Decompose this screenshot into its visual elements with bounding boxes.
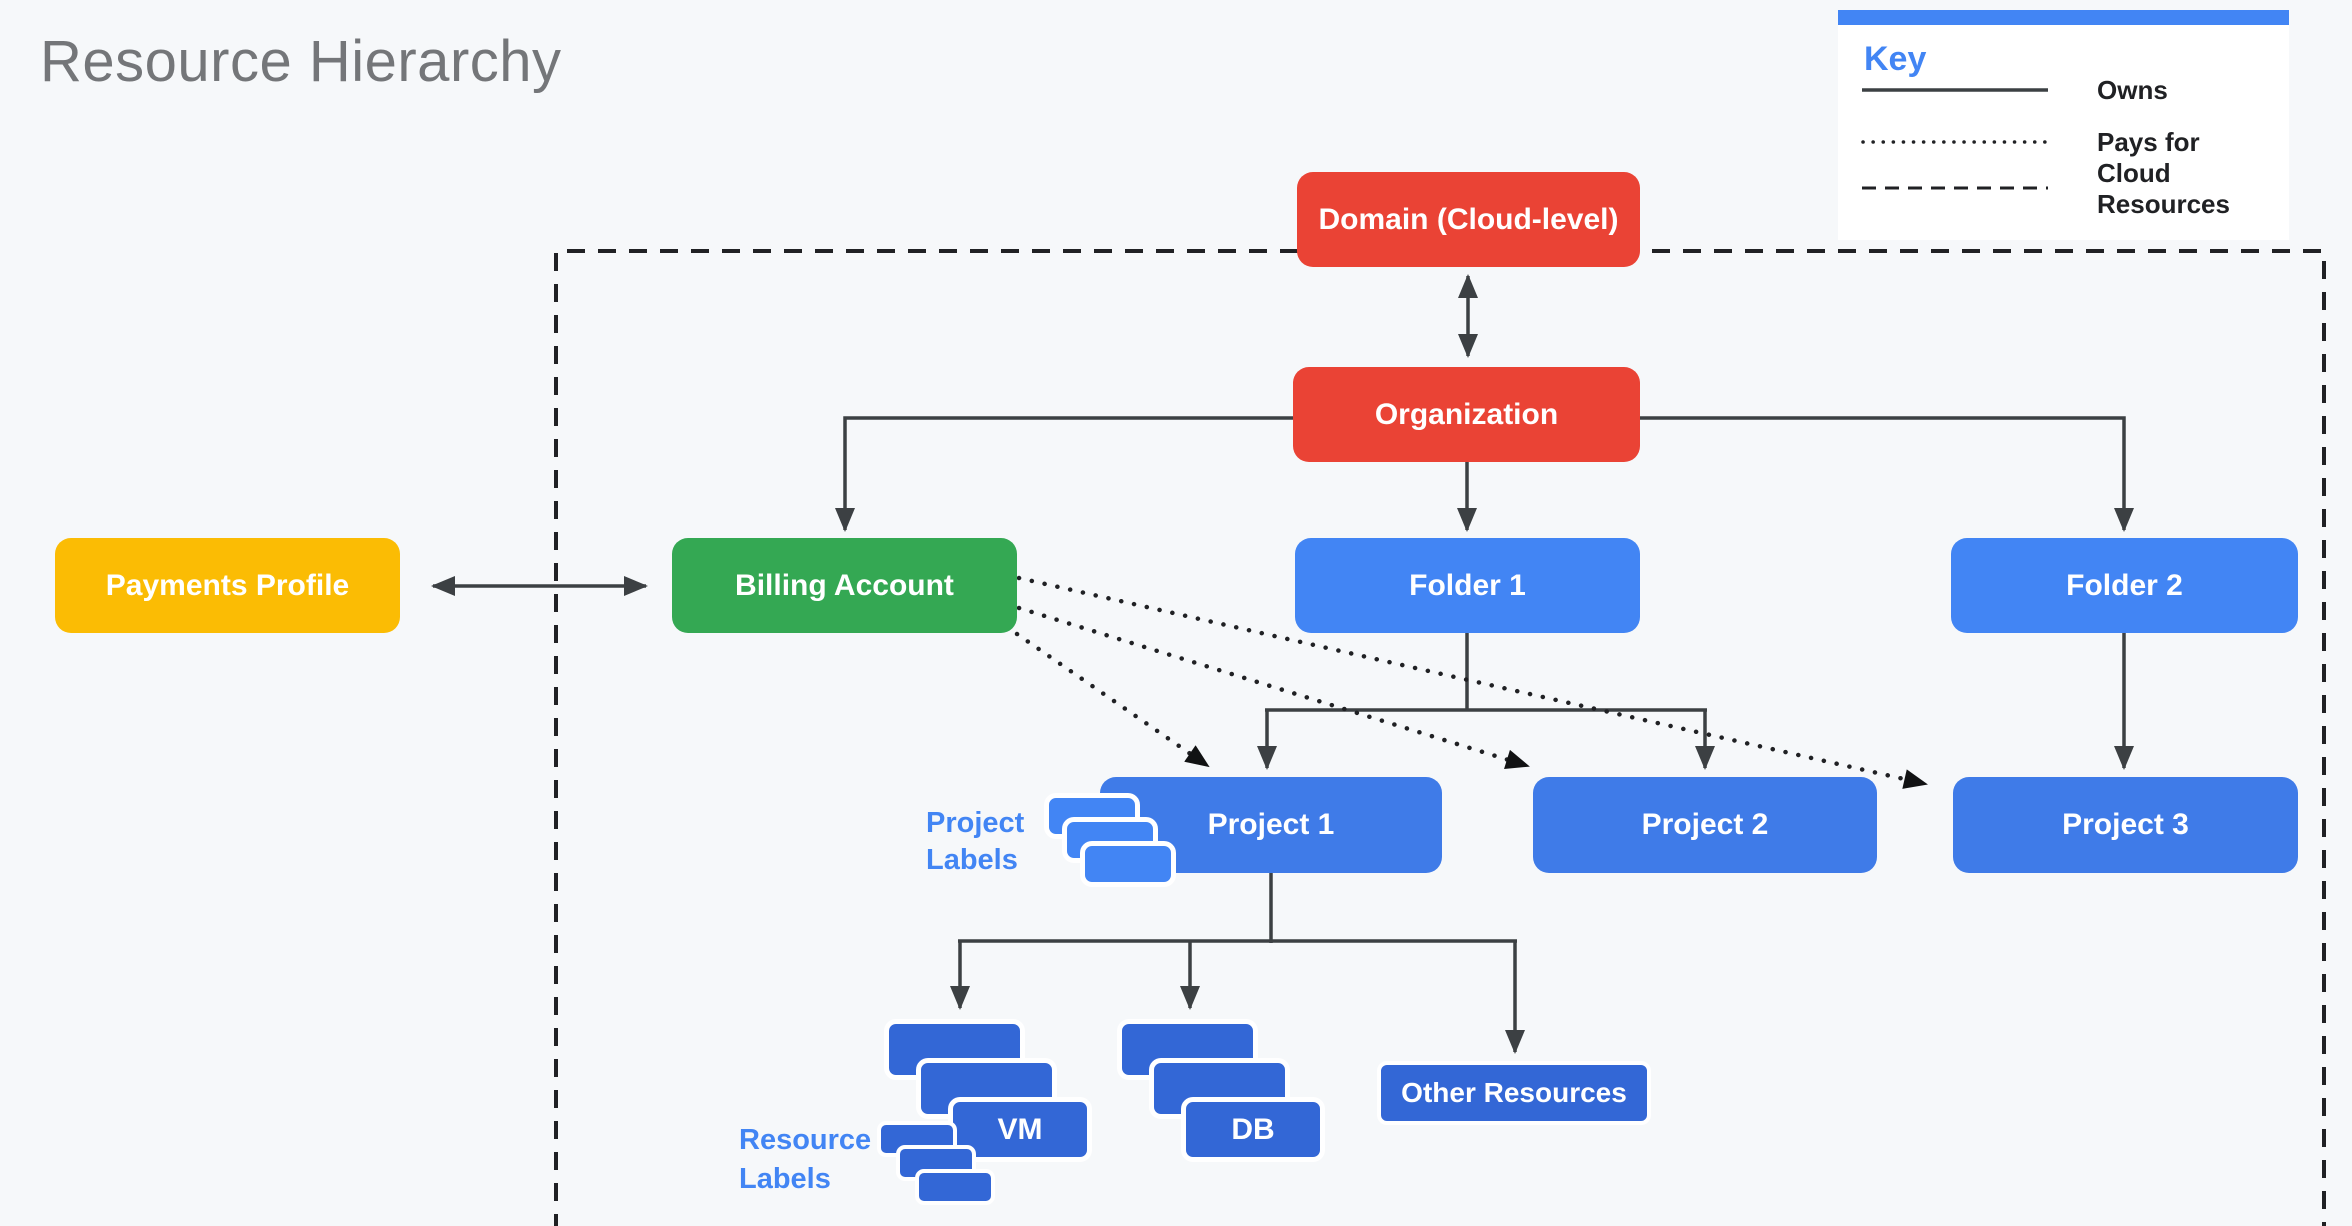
edge-folder1-children-trunk bbox=[1265, 633, 1707, 712]
node-domain-label: Domain (Cloud-level) bbox=[1318, 202, 1619, 236]
key-heading: Key bbox=[1864, 40, 1927, 78]
resource-labels-annotation: Resource Labels bbox=[739, 1124, 872, 1195]
key-label-pays-for: Pays for bbox=[2097, 127, 2200, 157]
node-billing-account: Billing Account bbox=[672, 538, 1017, 633]
key-label-owns: Owns bbox=[2097, 75, 2168, 105]
node-folder2-label: Folder 2 bbox=[2066, 568, 2183, 602]
node-project2-label: Project 2 bbox=[1641, 808, 1769, 841]
key-panel: Key Owns Pays for Cloud Resources bbox=[1838, 10, 2289, 240]
edge-billing-project3-paysfor bbox=[1016, 575, 1929, 789]
edge-organization-billing bbox=[835, 416, 1293, 532]
node-organization: Organization bbox=[1293, 367, 1640, 462]
edge-billing-project1-paysfor bbox=[1014, 631, 1211, 769]
node-domain: Domain (Cloud-level) bbox=[1297, 172, 1640, 267]
page-title: Resource Hierarchy bbox=[40, 29, 562, 94]
node-folder1-label: Folder 1 bbox=[1409, 568, 1526, 602]
node-project1-label: Project 1 bbox=[1207, 808, 1335, 841]
key-panel-top-bar bbox=[1838, 10, 2289, 25]
db-stack-card-front: DB bbox=[1181, 1097, 1325, 1162]
key-sample-solid-line bbox=[1862, 88, 2048, 92]
node-organization-label: Organization bbox=[1374, 397, 1559, 431]
vm-label: VM bbox=[997, 1112, 1043, 1146]
node-folder1: Folder 1 bbox=[1295, 538, 1640, 633]
node-other-resources: Other Resources bbox=[1377, 1061, 1651, 1125]
project-label-sticker bbox=[1080, 841, 1176, 887]
node-payments-profile-label: Payments Profile bbox=[105, 568, 350, 602]
resource-label-sticker bbox=[915, 1169, 995, 1205]
key-sample-dotted-line bbox=[1861, 140, 2050, 144]
node-project2: Project 2 bbox=[1533, 777, 1877, 873]
edge-project1-children-trunk bbox=[958, 873, 1517, 943]
node-folder2: Folder 2 bbox=[1951, 538, 2298, 633]
key-label-cloud-resources: Cloud Resources bbox=[2097, 158, 2230, 219]
key-sample-dashed-line bbox=[1862, 186, 2048, 190]
db-label: DB bbox=[1231, 1112, 1275, 1146]
node-payments-profile: Payments Profile bbox=[55, 538, 400, 633]
project-labels-annotation: Project Labels bbox=[926, 807, 1025, 876]
edge-organization-folder2 bbox=[1640, 416, 2134, 532]
node-other-resources-label: Other Resources bbox=[1401, 1077, 1627, 1108]
node-billing-account-label: Billing Account bbox=[735, 568, 954, 602]
edge-billing-project2-paysfor bbox=[1016, 605, 1531, 770]
node-project3-label: Project 3 bbox=[2062, 808, 2189, 841]
node-project3: Project 3 bbox=[1953, 777, 2298, 873]
